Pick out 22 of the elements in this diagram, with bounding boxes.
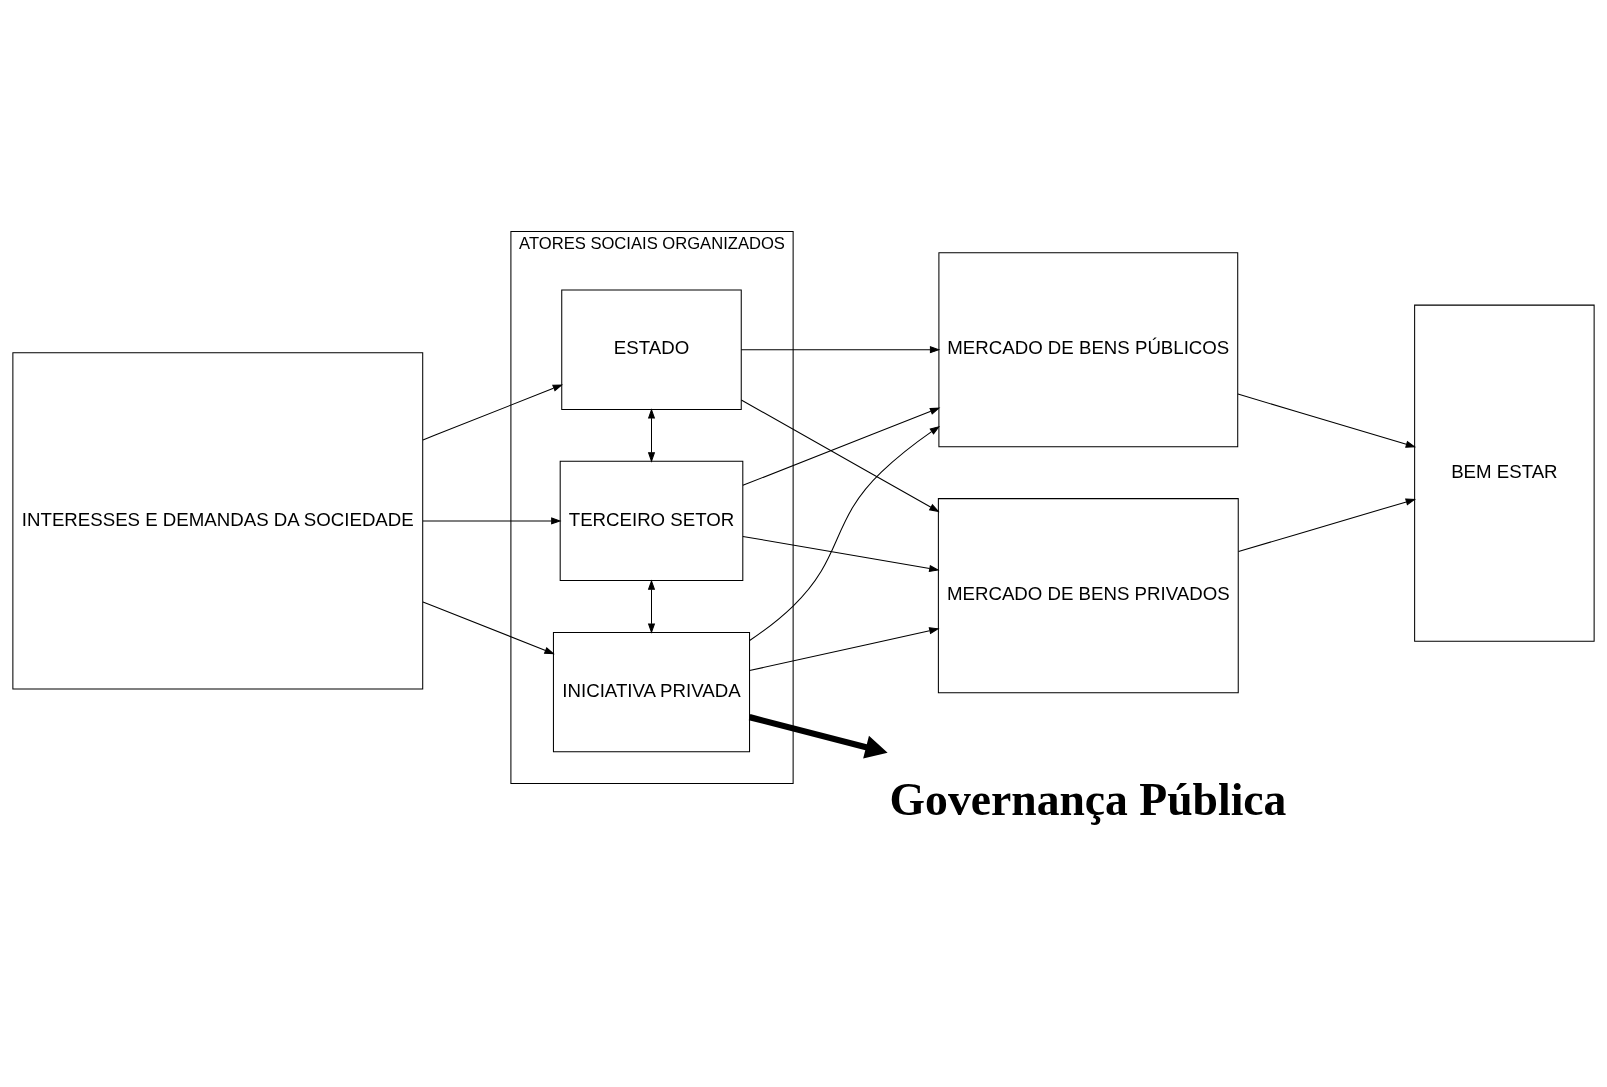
node-box: MERCADO DE BENS PRIVADOS xyxy=(937,498,1239,694)
node-box: BEM ESTAR xyxy=(1414,304,1595,642)
arrow xyxy=(740,346,941,354)
node-box: INTERESSES E DEMANDAS DA SOCIEDADE xyxy=(12,352,424,690)
node-box: INICIATIVA PRIVADA xyxy=(552,631,751,753)
arrow xyxy=(749,425,941,641)
arrow xyxy=(1238,498,1416,553)
node-box: MERCADO DE BENS PÚBLICOS xyxy=(938,252,1239,448)
arrow xyxy=(422,517,562,525)
arrow xyxy=(647,579,656,634)
arrow xyxy=(748,714,888,759)
node-box: ESTADO xyxy=(561,289,742,410)
node-text: Governança Pública xyxy=(889,773,1287,825)
arrow xyxy=(422,384,564,441)
arrow xyxy=(740,399,940,513)
arrow xyxy=(742,535,940,573)
node-box: TERCEIRO SETOR xyxy=(559,460,744,582)
arrow xyxy=(1237,393,1417,448)
arrow xyxy=(647,408,656,463)
arrow xyxy=(422,601,555,655)
arrow xyxy=(749,627,940,672)
arrow xyxy=(742,407,941,486)
